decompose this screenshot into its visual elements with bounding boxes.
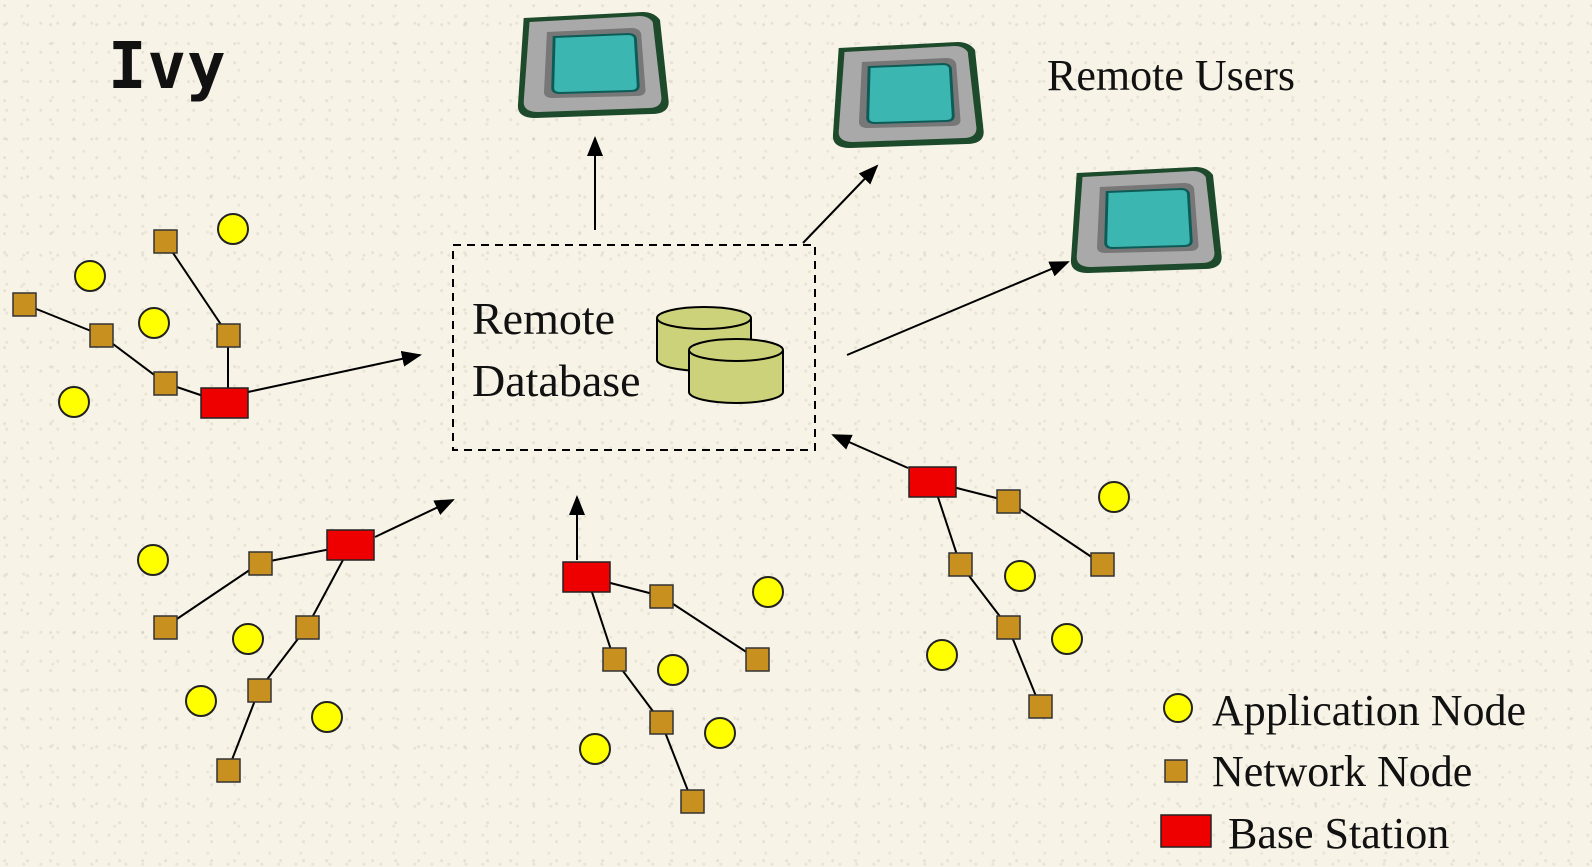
remote-database-box <box>452 244 816 451</box>
network-node <box>1090 552 1115 577</box>
base-station <box>562 561 611 593</box>
application-node <box>138 307 170 339</box>
network-node <box>649 710 674 735</box>
application-node <box>1098 481 1130 513</box>
legend-application-node-label: Application Node <box>1212 686 1527 735</box>
network-node <box>247 678 272 703</box>
remote-database-label-line2: Database <box>472 355 641 406</box>
application-nodes <box>58 213 1130 765</box>
legend-base-station-label: Base Station <box>1228 809 1450 858</box>
network-node <box>216 758 241 783</box>
network-node <box>89 323 114 348</box>
arrow <box>374 499 455 538</box>
network-node <box>948 552 973 577</box>
monitor-icon <box>1069 165 1224 275</box>
application-node <box>704 717 736 749</box>
legend-base-station-marker <box>1160 814 1212 848</box>
network-node <box>216 323 241 348</box>
data-flow-arrows <box>247 136 1070 560</box>
monitor-icon <box>516 10 671 120</box>
remote-database-label-line1: Remote <box>472 293 616 344</box>
arrow <box>247 350 422 393</box>
application-node <box>58 386 90 418</box>
legend <box>1160 693 1212 848</box>
base-station <box>326 529 375 561</box>
page-title: Ivy <box>108 30 227 104</box>
application-node <box>926 639 958 671</box>
legend-application-node-marker <box>1163 693 1193 723</box>
application-node <box>137 544 169 576</box>
application-node <box>1004 560 1036 592</box>
network-node <box>153 615 178 640</box>
database-icon <box>656 306 784 404</box>
network-node <box>996 489 1021 514</box>
legend-network-node-marker <box>1164 759 1188 783</box>
network-node <box>680 789 705 814</box>
application-node <box>311 701 343 733</box>
application-node <box>232 623 264 655</box>
application-node <box>74 260 106 292</box>
remote-users-label: Remote Users <box>1047 51 1296 100</box>
network-node <box>745 647 770 672</box>
network-nodes <box>12 229 1115 814</box>
base-station <box>908 466 957 498</box>
network-node <box>153 229 178 254</box>
network-node <box>1028 694 1053 719</box>
network-node <box>602 647 627 672</box>
application-node <box>657 654 689 686</box>
application-node <box>579 733 611 765</box>
arrow <box>831 434 909 469</box>
application-node <box>217 213 249 245</box>
legend-network-node-label: Network Node <box>1212 747 1473 796</box>
base-station <box>200 387 249 419</box>
network-node <box>248 551 273 576</box>
application-node <box>185 685 217 717</box>
arrow <box>802 164 879 244</box>
network-node <box>12 292 37 317</box>
network-node <box>295 615 320 640</box>
network-node <box>649 584 674 609</box>
network-node <box>153 371 178 396</box>
arrow <box>846 261 1070 356</box>
application-node <box>752 576 784 608</box>
network-node <box>996 615 1021 640</box>
monitor-icon <box>831 40 986 150</box>
base-stations <box>200 387 957 593</box>
application-node <box>1051 623 1083 655</box>
